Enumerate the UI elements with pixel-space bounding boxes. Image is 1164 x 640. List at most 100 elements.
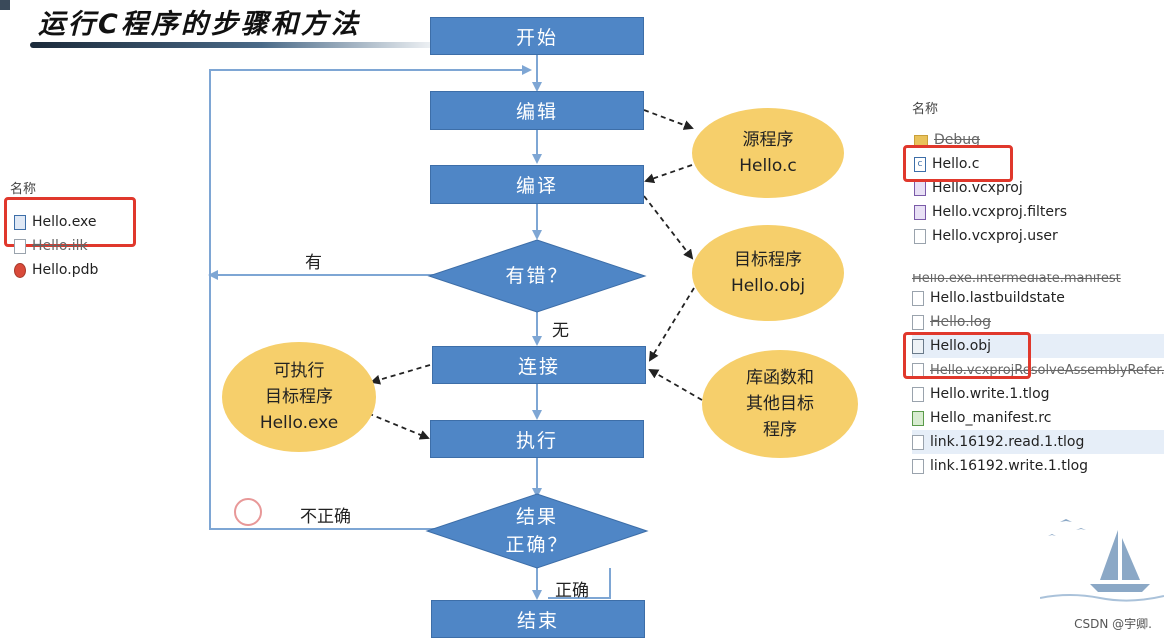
file-row-hello-exe[interactable]: Hello.exe xyxy=(14,210,98,234)
arrow-library-to-link xyxy=(648,369,703,401)
watermark: CSDN @宇卿. xyxy=(1074,617,1152,631)
file-icon xyxy=(912,434,924,450)
file-name: Hello.vcxprojResolveAssemblyRefer... xyxy=(930,362,1164,378)
arrow-object-to-link xyxy=(648,287,695,362)
file-row-intermediate-manifest[interactable]: Hello.exe.intermediate.manifest xyxy=(912,274,1164,286)
object-oval-line2: Hello.obj xyxy=(730,276,806,296)
file-name: Hello.vcxproj.filters xyxy=(932,204,1068,220)
right-file-list-bottom: Hello.exe.intermediate.manifest Hello.la… xyxy=(912,274,1164,478)
file-row-hello-obj[interactable]: Hello.obj xyxy=(912,334,1164,358)
file-icon xyxy=(912,290,924,306)
file-row-lastbuildstate[interactable]: Hello.lastbuildstate xyxy=(912,286,1164,310)
source-oval-line1: 源程序 xyxy=(742,130,794,150)
file-row-hello-vcxproj-user[interactable]: Hello.vcxproj.user xyxy=(914,224,1067,248)
error-check-diamond xyxy=(427,239,647,313)
sailboat-decoration xyxy=(1040,519,1164,602)
library-oval-line3: 程序 xyxy=(763,420,797,440)
file-name: Hello.vcxproj xyxy=(932,180,1023,196)
result-check-line1: 结果 xyxy=(515,506,558,528)
file-name: Hello.log xyxy=(930,314,992,330)
arrow-source-to-compile xyxy=(644,164,693,184)
link-box: 连接 xyxy=(432,346,646,384)
executable-oval-line1: 可执行 xyxy=(273,361,325,381)
object-oval: 目标程序 Hello.obj xyxy=(692,225,844,321)
exe-icon xyxy=(14,214,26,230)
executable-oval-line3: Hello.exe xyxy=(259,413,339,433)
executable-oval-line2: 目标程序 xyxy=(265,387,333,407)
file-name: Hello.write.1.tlog xyxy=(930,386,1050,402)
file-icon xyxy=(14,238,26,254)
label-no-error: 无 xyxy=(552,321,569,341)
result-check-diamond xyxy=(425,493,649,569)
left-panel-header: 名称 xyxy=(10,182,37,197)
file-name: Hello.exe.intermediate.manifest xyxy=(912,274,1121,286)
project-icon xyxy=(914,180,926,196)
pdb-icon xyxy=(14,262,26,278)
file-row-hello-ilk[interactable]: Hello.ilk xyxy=(14,234,98,258)
filters-icon xyxy=(914,204,926,220)
label-correct: 正确 xyxy=(555,581,589,601)
page-title: 运行C程序的步骤和方法 xyxy=(38,9,361,40)
label-has-error: 有 xyxy=(305,253,322,273)
file-icon xyxy=(912,314,924,330)
execute-box: 执行 xyxy=(430,420,644,458)
source-oval-line2: Hello.c xyxy=(739,156,797,176)
file-row-hello-write-tlog[interactable]: Hello.write.1.tlog xyxy=(912,382,1164,406)
file-icon xyxy=(914,228,926,244)
result-check-line2: 正确？ xyxy=(505,534,569,556)
arrow-edit-to-source xyxy=(643,109,694,130)
file-icon xyxy=(912,458,924,474)
source-oval: 源程序 Hello.c xyxy=(692,108,844,198)
file-name: Hello_manifest.rc xyxy=(930,410,1052,426)
compile-box: 编译 xyxy=(430,165,644,204)
arrow-loop-back xyxy=(209,65,532,530)
file-row-hello-pdb[interactable]: Hello.pdb xyxy=(14,258,98,282)
correct-bracket xyxy=(548,568,611,599)
cursor-circle xyxy=(234,498,262,526)
file-row-hello-vcxproj-filters[interactable]: Hello.vcxproj.filters xyxy=(914,200,1067,224)
left-file-list: Hello.exe Hello.ilk Hello.pdb xyxy=(14,210,98,282)
corner-mark xyxy=(0,0,10,10)
right-highlight-hello-obj xyxy=(903,332,1031,379)
file-name: link.16192.read.1.tlog xyxy=(930,434,1085,450)
library-oval-line1: 库函数和 xyxy=(746,368,814,388)
obj-icon xyxy=(912,338,924,354)
start-box: 开始 xyxy=(430,17,644,55)
left-highlight-box xyxy=(4,197,136,247)
file-name: Debug xyxy=(934,132,981,148)
file-name: Hello.exe xyxy=(32,214,97,230)
right-panel-header: 名称 xyxy=(912,102,939,117)
rc-icon xyxy=(912,410,924,426)
right-highlight-hello-c xyxy=(903,145,1013,182)
file-row-hello-c[interactable]: c Hello.c xyxy=(914,152,1067,176)
file-row-hello-manifest-rc[interactable]: Hello_manifest.rc xyxy=(912,406,1164,430)
title-underline xyxy=(30,42,450,48)
file-row-link-read-tlog[interactable]: link.16192.read.1.tlog xyxy=(912,430,1164,454)
library-oval: 库函数和 其他目标 程序 xyxy=(702,350,858,458)
file-name: Hello.lastbuildstate xyxy=(930,290,1065,306)
file-name: Hello.obj xyxy=(930,338,992,354)
result-check-text: 结果 正确？ xyxy=(477,503,597,559)
file-name: Hello.pdb xyxy=(32,262,99,278)
file-row-hello-log[interactable]: Hello.log xyxy=(912,310,1164,334)
object-oval-line1: 目标程序 xyxy=(734,250,802,270)
file-name: Hello.ilk xyxy=(32,238,88,254)
right-file-list-top: Debug c Hello.c Hello.vcxproj Hello.vcxp… xyxy=(914,128,1067,248)
file-name: Hello.vcxproj.user xyxy=(932,228,1058,244)
file-row-debug[interactable]: Debug xyxy=(914,128,1067,152)
arrow-link-to-executable xyxy=(370,364,431,385)
c-file-icon: c xyxy=(914,156,926,172)
folder-icon xyxy=(914,134,928,146)
file-row-link-write-tlog[interactable]: link.16192.write.1.tlog xyxy=(912,454,1164,478)
file-icon xyxy=(912,386,924,402)
label-incorrect: 不正确 xyxy=(300,507,351,527)
library-oval-line2: 其他目标 xyxy=(746,394,814,414)
arrow-compile-to-object xyxy=(643,195,694,260)
edit-box: 编辑 xyxy=(430,91,644,130)
error-check-text: 有错？ xyxy=(505,265,569,287)
end-box: 结束 xyxy=(431,600,645,638)
executable-oval: 可执行 目标程序 Hello.exe xyxy=(222,342,376,452)
file-row-hello-vcxproj[interactable]: Hello.vcxproj xyxy=(914,176,1067,200)
file-name: Hello.c xyxy=(932,156,980,172)
